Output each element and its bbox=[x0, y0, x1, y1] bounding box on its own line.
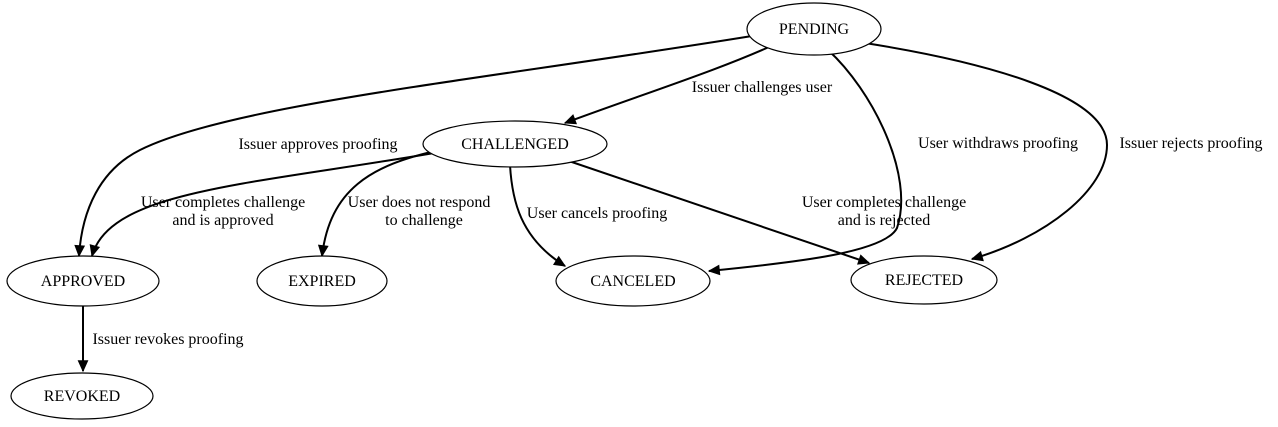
node-approved: APPROVED bbox=[6, 255, 160, 307]
edge-label-user-completes-challenge-rejected-line1: User completes challenge bbox=[802, 194, 966, 211]
node-expired: EXPIRED bbox=[256, 255, 388, 307]
node-revoked-label: REVOKED bbox=[44, 388, 120, 405]
node-group: PENDING CHALLENGED APPROVED EXPIRED CANC… bbox=[6, 2, 998, 420]
edge-pending-approved bbox=[74, 35, 753, 258]
node-challenged-label: CHALLENGED bbox=[461, 136, 569, 153]
edge-challenged-approved bbox=[89, 151, 441, 258]
edge-group bbox=[74, 35, 1109, 373]
edge-pending-canceled bbox=[707, 49, 903, 276]
node-expired-label: EXPIRED bbox=[288, 273, 356, 290]
node-canceled: CANCELED bbox=[555, 255, 711, 307]
edge-label-issuer-revokes-proofing: Issuer revokes proofing bbox=[92, 331, 243, 348]
edge-pending-challenged bbox=[563, 41, 781, 125]
node-approved-ellipse bbox=[6, 255, 160, 307]
edge-challenged-expired bbox=[317, 149, 441, 258]
edge-label-user-completes-challenge-approved-line1: User completes challenge bbox=[141, 194, 305, 211]
node-expired-ellipse bbox=[256, 255, 388, 307]
node-canceled-label: CANCELED bbox=[590, 273, 675, 290]
node-revoked-ellipse bbox=[10, 372, 154, 420]
node-rejected-ellipse bbox=[850, 255, 998, 305]
edge-label-issuer-rejects-proofing: Issuer rejects proofing bbox=[1119, 135, 1262, 152]
edge-label-user-withdraws-proofing: User withdraws proofing bbox=[918, 135, 1078, 152]
node-rejected-label: REJECTED bbox=[885, 272, 963, 289]
node-rejected: REJECTED bbox=[850, 255, 998, 305]
edge-label-issuer-approves-proofing: Issuer approves proofing bbox=[238, 136, 397, 153]
edge-pending-rejected bbox=[864, 42, 1109, 262]
edge-label-user-completes-challenge-rejected-line2: and is rejected bbox=[838, 212, 930, 229]
node-approved-label: APPROVED bbox=[41, 273, 125, 290]
edge-challenged-canceled bbox=[509, 164, 567, 267]
node-challenged-ellipse bbox=[422, 120, 608, 168]
edge-label-user-completes-challenge-approved-line2: and is approved bbox=[172, 212, 273, 229]
edge-label-user-does-not-respond-line1: User does not respond bbox=[348, 194, 491, 211]
node-pending: PENDING bbox=[746, 2, 882, 56]
node-revoked: REVOKED bbox=[10, 372, 154, 420]
edge-challenged-rejected bbox=[559, 157, 871, 265]
node-challenged: CHALLENGED bbox=[422, 120, 608, 168]
edge-label-group: Issuer challenges user Issuer approves p… bbox=[92, 79, 1262, 348]
edge-label-user-cancels-proofing: User cancels proofing bbox=[527, 205, 667, 222]
edge-label-user-does-not-respond-line2: to challenge bbox=[385, 212, 463, 229]
node-pending-ellipse bbox=[746, 2, 882, 56]
node-canceled-ellipse bbox=[555, 255, 711, 307]
edge-label-issuer-challenges-user: Issuer challenges user bbox=[692, 79, 833, 96]
node-pending-label: PENDING bbox=[779, 21, 850, 38]
